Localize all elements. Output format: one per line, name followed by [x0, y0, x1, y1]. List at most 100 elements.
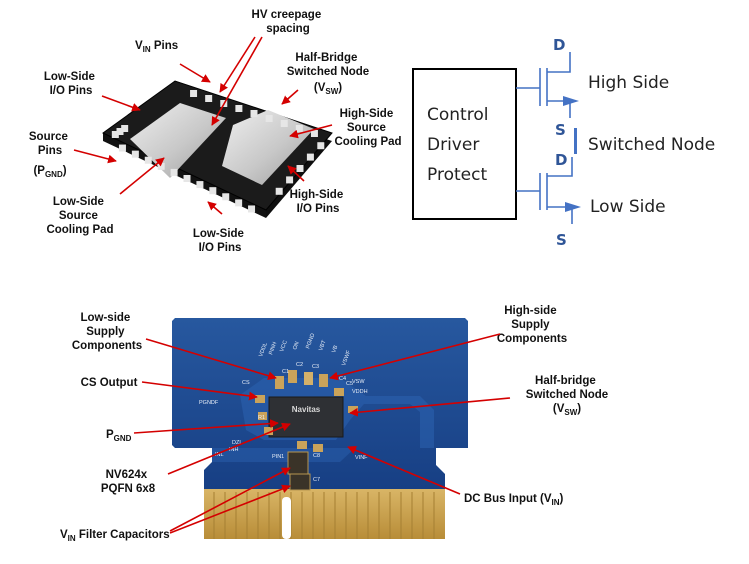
silk-label: PIN1 — [272, 454, 284, 460]
high-drain-wire — [547, 52, 571, 73]
hv-creepage-label: HV creepage spacing — [252, 9, 325, 35]
component-r3 — [264, 427, 273, 435]
low-drain-wire — [547, 157, 573, 177]
s-mid-label: S — [555, 121, 566, 139]
silk-label: VDDH — [352, 389, 368, 395]
package-pin — [196, 181, 204, 189]
silk-label: C7 — [313, 477, 320, 483]
silk-label: DZL — [232, 440, 242, 446]
silk-label: CS — [242, 380, 250, 386]
nv624x-chip — [268, 396, 344, 438]
package-pin — [157, 162, 165, 170]
high-side-cooling-pad-label: High-Side Source Cooling Pad — [334, 108, 401, 148]
package-pin — [183, 175, 191, 182]
half-bridge-node-label: Half-Bridge Switched Node — [287, 52, 369, 78]
silk-label: C2 — [296, 362, 303, 368]
vin-filter-label: VIN Filter Capacitors — [60, 529, 170, 543]
low-side-cooling-pad — [130, 103, 226, 178]
package-pin — [209, 187, 217, 195]
gold-finger-gaps — [213, 492, 435, 539]
component-c3 — [304, 372, 313, 385]
component-r2 — [258, 412, 267, 420]
arrow-low-side-io-bottom — [207, 201, 223, 215]
pgnd-label: (PGND) — [33, 165, 66, 179]
arrow-hv-creepage-1 — [219, 36, 256, 93]
silk-label: C5 — [346, 381, 353, 387]
half-bridge-board-label: Half-bridge Switched Node — [526, 375, 608, 401]
vin-filter-cap-1 — [287, 451, 309, 475]
low-side-io-pins-bottom-label: Low-Side I/O Pins — [193, 228, 247, 254]
silk-label: VSWF — [341, 349, 352, 367]
schematic-wires — [516, 52, 573, 224]
package-pin — [118, 144, 126, 152]
arrow-low-supply — [145, 338, 277, 380]
component-r1 — [255, 395, 265, 403]
arrow-vin-filter-1 — [169, 467, 291, 532]
package-labels: HV creepage spacing VIN Pins Half-Bridge… — [29, 9, 402, 254]
board-components — [255, 370, 358, 491]
package-pin — [310, 130, 318, 137]
silk-label: C3 — [312, 364, 319, 370]
component-c2 — [288, 370, 297, 383]
finger-slot — [282, 497, 291, 539]
arrow-half-bridge — [281, 89, 299, 105]
package-pin — [190, 90, 198, 97]
package-pin — [205, 95, 213, 102]
package-pin — [144, 156, 152, 164]
arrow-vin-pins — [179, 63, 211, 83]
low-side-arrow — [565, 202, 581, 212]
pgnd-board-label: PGND — [106, 429, 132, 443]
package-pin — [111, 131, 119, 138]
silk-label: C4 — [339, 376, 346, 382]
switched-node-bar — [574, 128, 577, 154]
source-pins-label: Source Pins — [29, 131, 71, 157]
low-side-io-pins-left-label: Low-Side I/O Pins — [44, 71, 98, 97]
silk-label: PGND — [305, 333, 316, 350]
package-pin — [170, 168, 178, 176]
package-pin — [121, 125, 129, 132]
package-pin — [235, 105, 243, 112]
half-bridge-schematic: Control Driver Protect D S D S High Side — [412, 36, 715, 249]
arrow-high-side-pad — [289, 124, 333, 139]
package-pin — [248, 205, 256, 213]
package-pin — [250, 110, 258, 117]
arrow-nv624x — [167, 422, 291, 475]
silk-label: INL — [215, 452, 224, 458]
silk-label: C1 — [282, 369, 289, 375]
arrow-cs-output — [141, 381, 258, 401]
d-top-label: D — [553, 36, 565, 54]
high-side-label: High Side — [588, 73, 669, 93]
package-body — [102, 80, 333, 211]
source-pins — [111, 125, 129, 138]
arrow-vin-filter-2 — [169, 484, 291, 534]
silk-label: VDDL — [258, 342, 269, 358]
dc-bus-input-label: DC Bus Input (VIN) — [464, 493, 564, 507]
pqfn-package — [102, 80, 333, 218]
package-pin — [306, 153, 314, 161]
silk-label: VINF — [355, 455, 368, 461]
control-driver-box — [412, 68, 517, 220]
low-side-supply-label: Low-side Supply Components — [72, 312, 142, 352]
arrow-source-pins — [73, 149, 117, 164]
silk-label: R1 — [258, 415, 265, 421]
component-c6 — [297, 441, 307, 449]
component-c5 — [334, 388, 344, 396]
silk-label: VSW — [352, 379, 365, 385]
silk-label: VBT — [318, 339, 328, 352]
component-c1 — [275, 376, 284, 389]
arrow-hv-creepage-2 — [211, 36, 263, 126]
package-pin — [296, 165, 304, 172]
high-side-cooling-pad — [222, 110, 314, 185]
silk-label: ON — [292, 341, 300, 351]
driver-label: Driver — [427, 135, 479, 155]
component-c4 — [319, 374, 328, 387]
package-pin — [222, 193, 230, 201]
silk-label: PINH — [268, 341, 278, 355]
package-pin — [295, 125, 303, 132]
arrow-low-side-io-left — [101, 95, 141, 112]
board-arrows — [133, 333, 511, 534]
silk-label: INH — [229, 447, 239, 453]
chip-brand-label: Navitas — [292, 405, 321, 414]
package-pin — [235, 199, 243, 207]
